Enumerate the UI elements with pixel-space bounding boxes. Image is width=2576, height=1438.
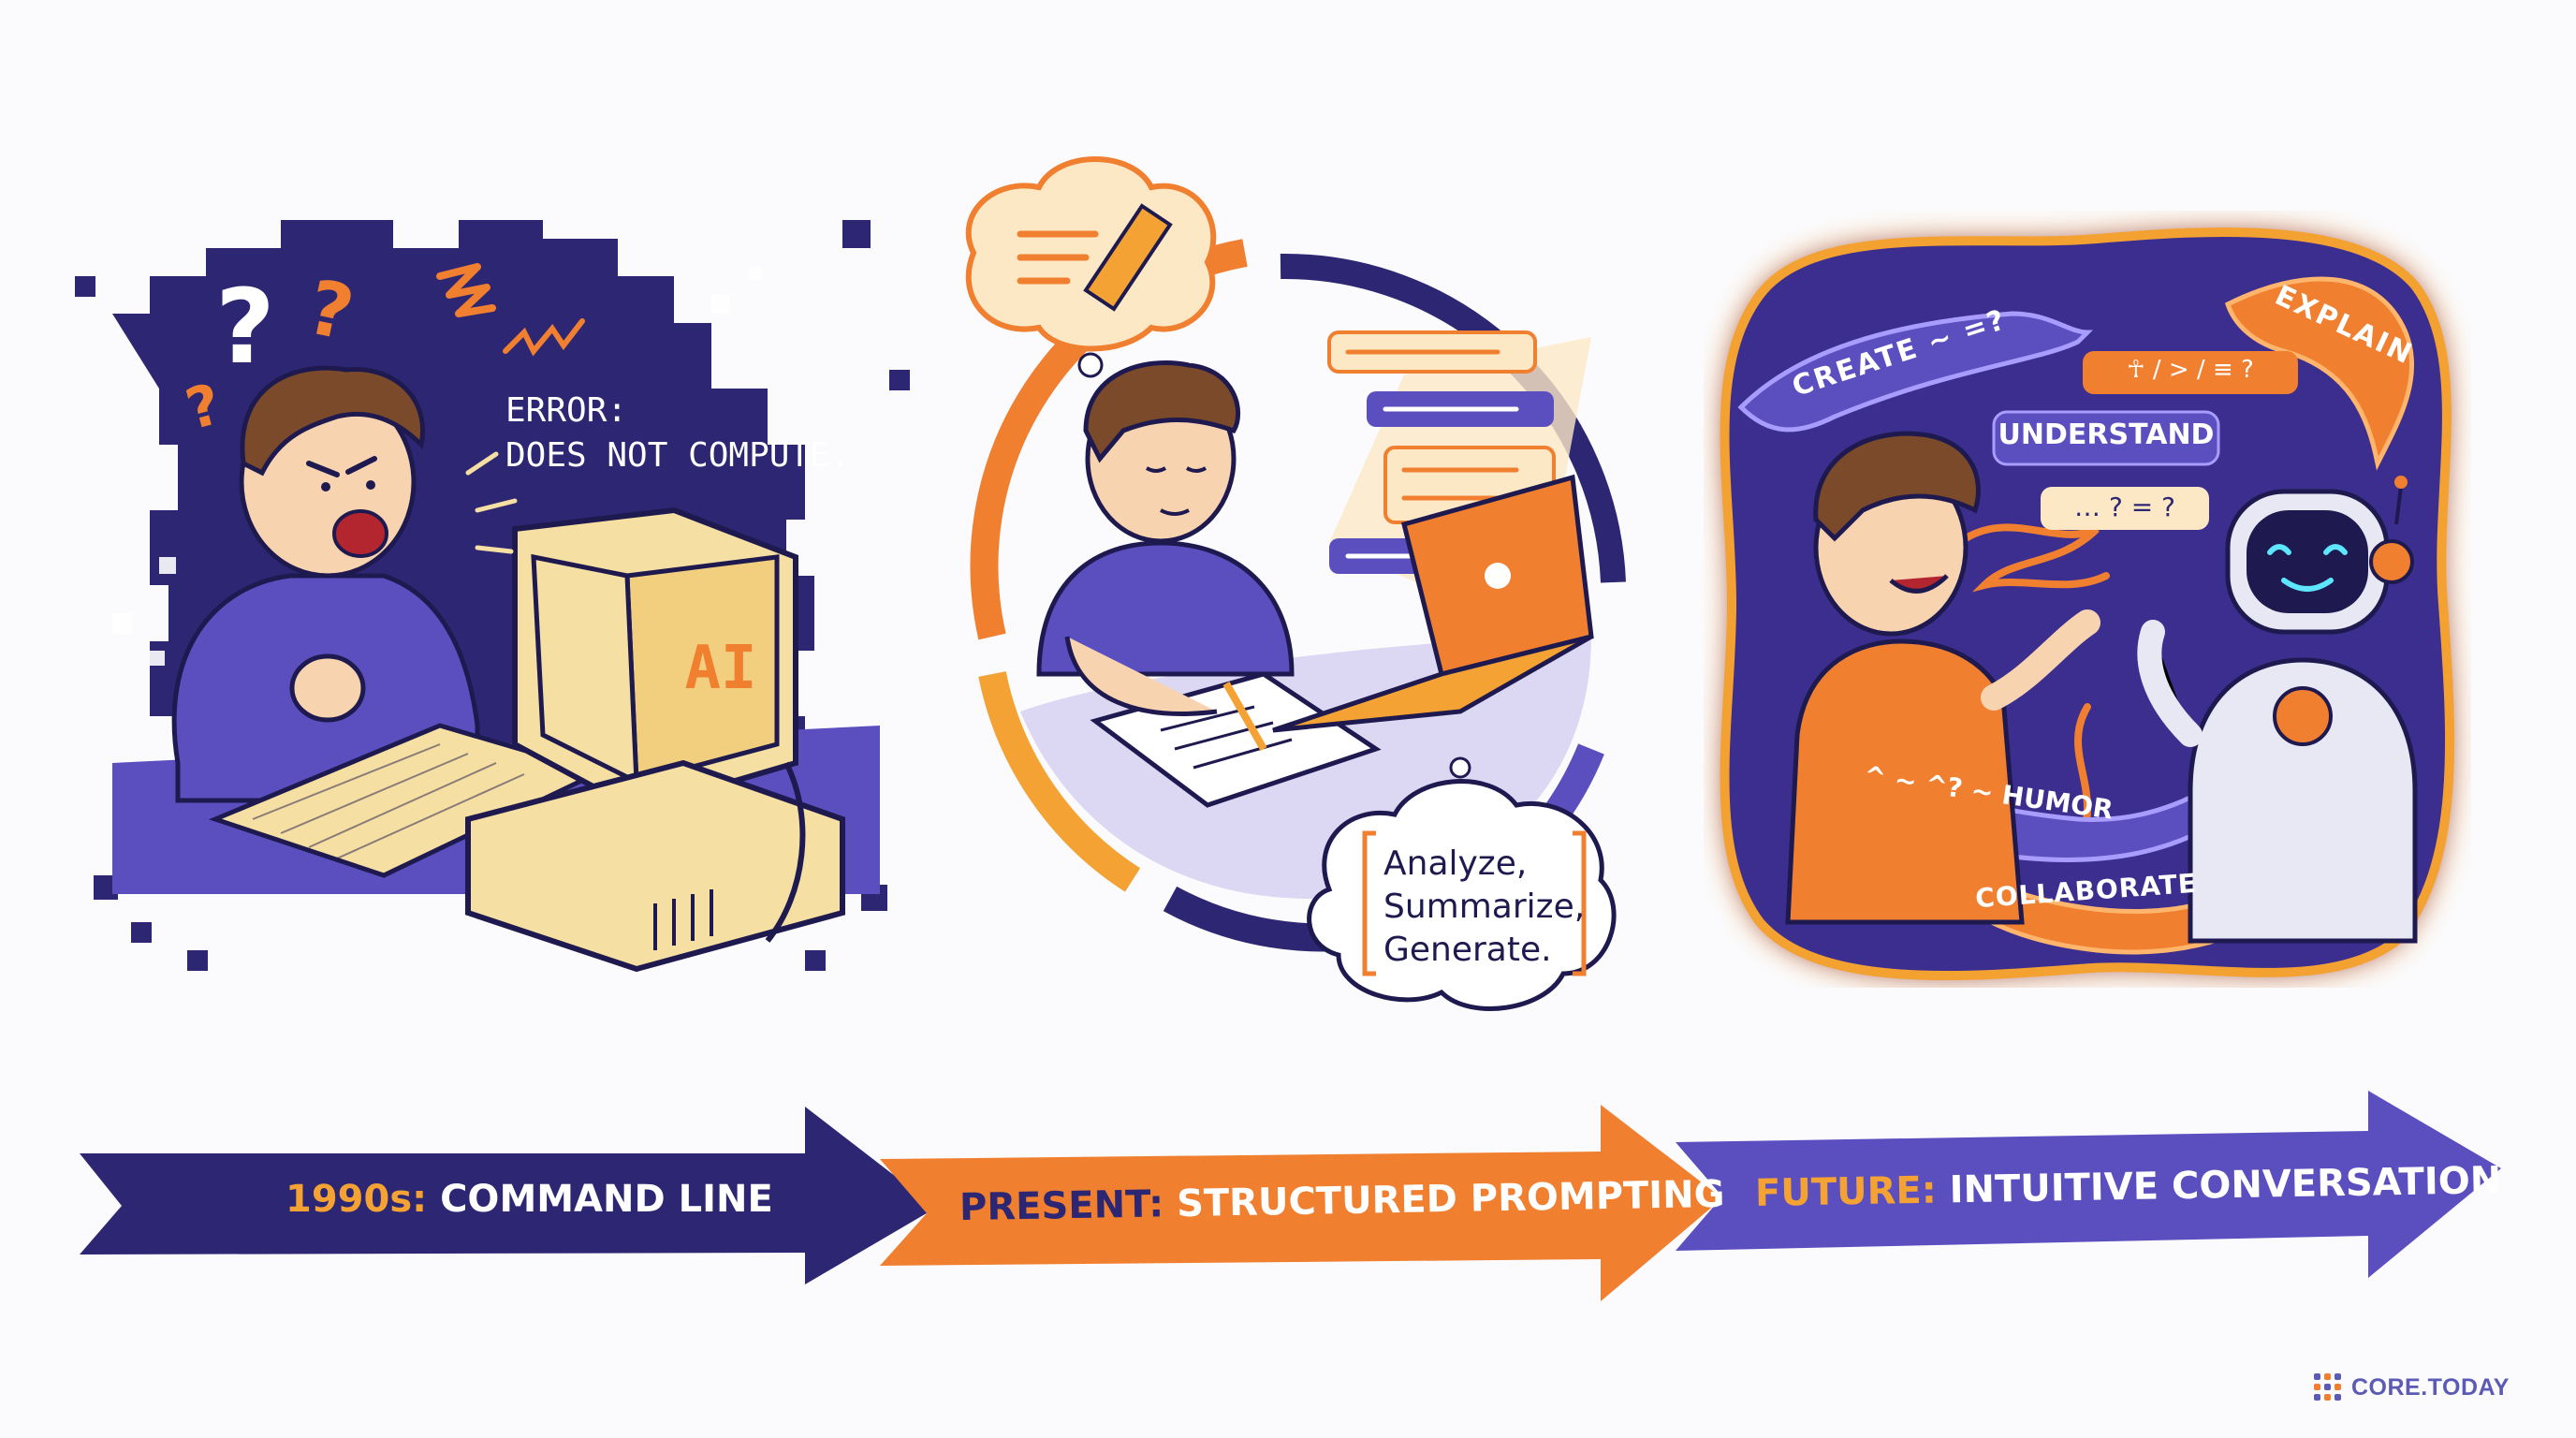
question-mark-icon: ? bbox=[215, 267, 275, 387]
ribbon-explain bbox=[2224, 276, 2415, 471]
keywords-list: Analyze, Summarize, Generate. bbox=[1383, 843, 1585, 972]
panel-intuitive-conversation: CREATE ~ =? EXPLAIN ☥ / > / ≡ ? UNDERSTA… bbox=[1704, 211, 2471, 988]
keyword-analyze: Analyze, bbox=[1383, 844, 1528, 883]
symbols-orange-text: ☥ / > / ≡ ? bbox=[2127, 356, 2254, 384]
understand-bubble bbox=[1992, 410, 2220, 466]
robot bbox=[2137, 476, 2418, 944]
brand-grid-icon bbox=[2314, 1373, 2342, 1401]
arrow-intuitive-conversation bbox=[1676, 1091, 2501, 1278]
apple-logo-icon bbox=[1485, 563, 1511, 589]
keyword-summarize: Summarize, bbox=[1383, 888, 1586, 926]
bracket-right-icon bbox=[1573, 830, 1587, 976]
thought-cloud-writing bbox=[965, 156, 1217, 352]
stage-1990s: 1990s: COMMAND LINE bbox=[285, 1178, 773, 1221]
symbols-bubble-pale bbox=[2041, 487, 2209, 530]
past-illustration: AI bbox=[75, 220, 910, 973]
arrow-command-line bbox=[80, 1107, 936, 1284]
future-illustration bbox=[1720, 227, 2455, 981]
error-message: ERROR: DOES NOT COMPUTE. bbox=[505, 389, 850, 478]
symbols-bubble-orange bbox=[2083, 351, 2298, 394]
ribbon-create bbox=[1737, 311, 2094, 433]
laptop-keyboard bbox=[1272, 634, 1593, 733]
panel-command-line: AI ? ? ? ERROR: DOES NOT COMPUTE. bbox=[75, 164, 917, 988]
thought-cloud-keywords bbox=[1307, 779, 1617, 1011]
error-line-2: DOES NOT COMPUTE. bbox=[505, 436, 851, 475]
bracket-left-icon bbox=[1362, 830, 1376, 976]
error-line-1: ERROR: bbox=[505, 391, 628, 430]
brand-name: CORE.TODAY bbox=[2351, 1373, 2510, 1401]
stage-present-highlight: PRESENT: bbox=[959, 1182, 1164, 1230]
timeline: 1990s: COMMAND LINE PRESENT: STRUCTURED … bbox=[0, 1067, 2576, 1311]
stage-1990s-label: COMMAND LINE bbox=[440, 1178, 773, 1221]
arrow-structured-prompting bbox=[880, 1105, 1722, 1301]
present-illustration bbox=[965, 156, 1626, 1011]
stage-1990s-highlight: 1990s: bbox=[285, 1178, 428, 1221]
pencil-icon bbox=[1083, 203, 1173, 312]
timeline-arrows bbox=[80, 1091, 2501, 1301]
keyword-generate: Generate. bbox=[1383, 931, 1552, 969]
angry-scribble-icon bbox=[436, 263, 496, 317]
stage-future-highlight: FUTURE: bbox=[1754, 1168, 1938, 1215]
brand-logo[interactable]: CORE.TODAY bbox=[2314, 1369, 2510, 1406]
panel-structured-prompting: Analyze, Summarize, Generate. bbox=[936, 150, 1666, 1049]
symbols-pale-text: … ? = ? bbox=[2074, 492, 2175, 522]
screen-ai-text: AI bbox=[684, 634, 756, 703]
understand-text: UNDERSTAND bbox=[1998, 418, 2215, 451]
